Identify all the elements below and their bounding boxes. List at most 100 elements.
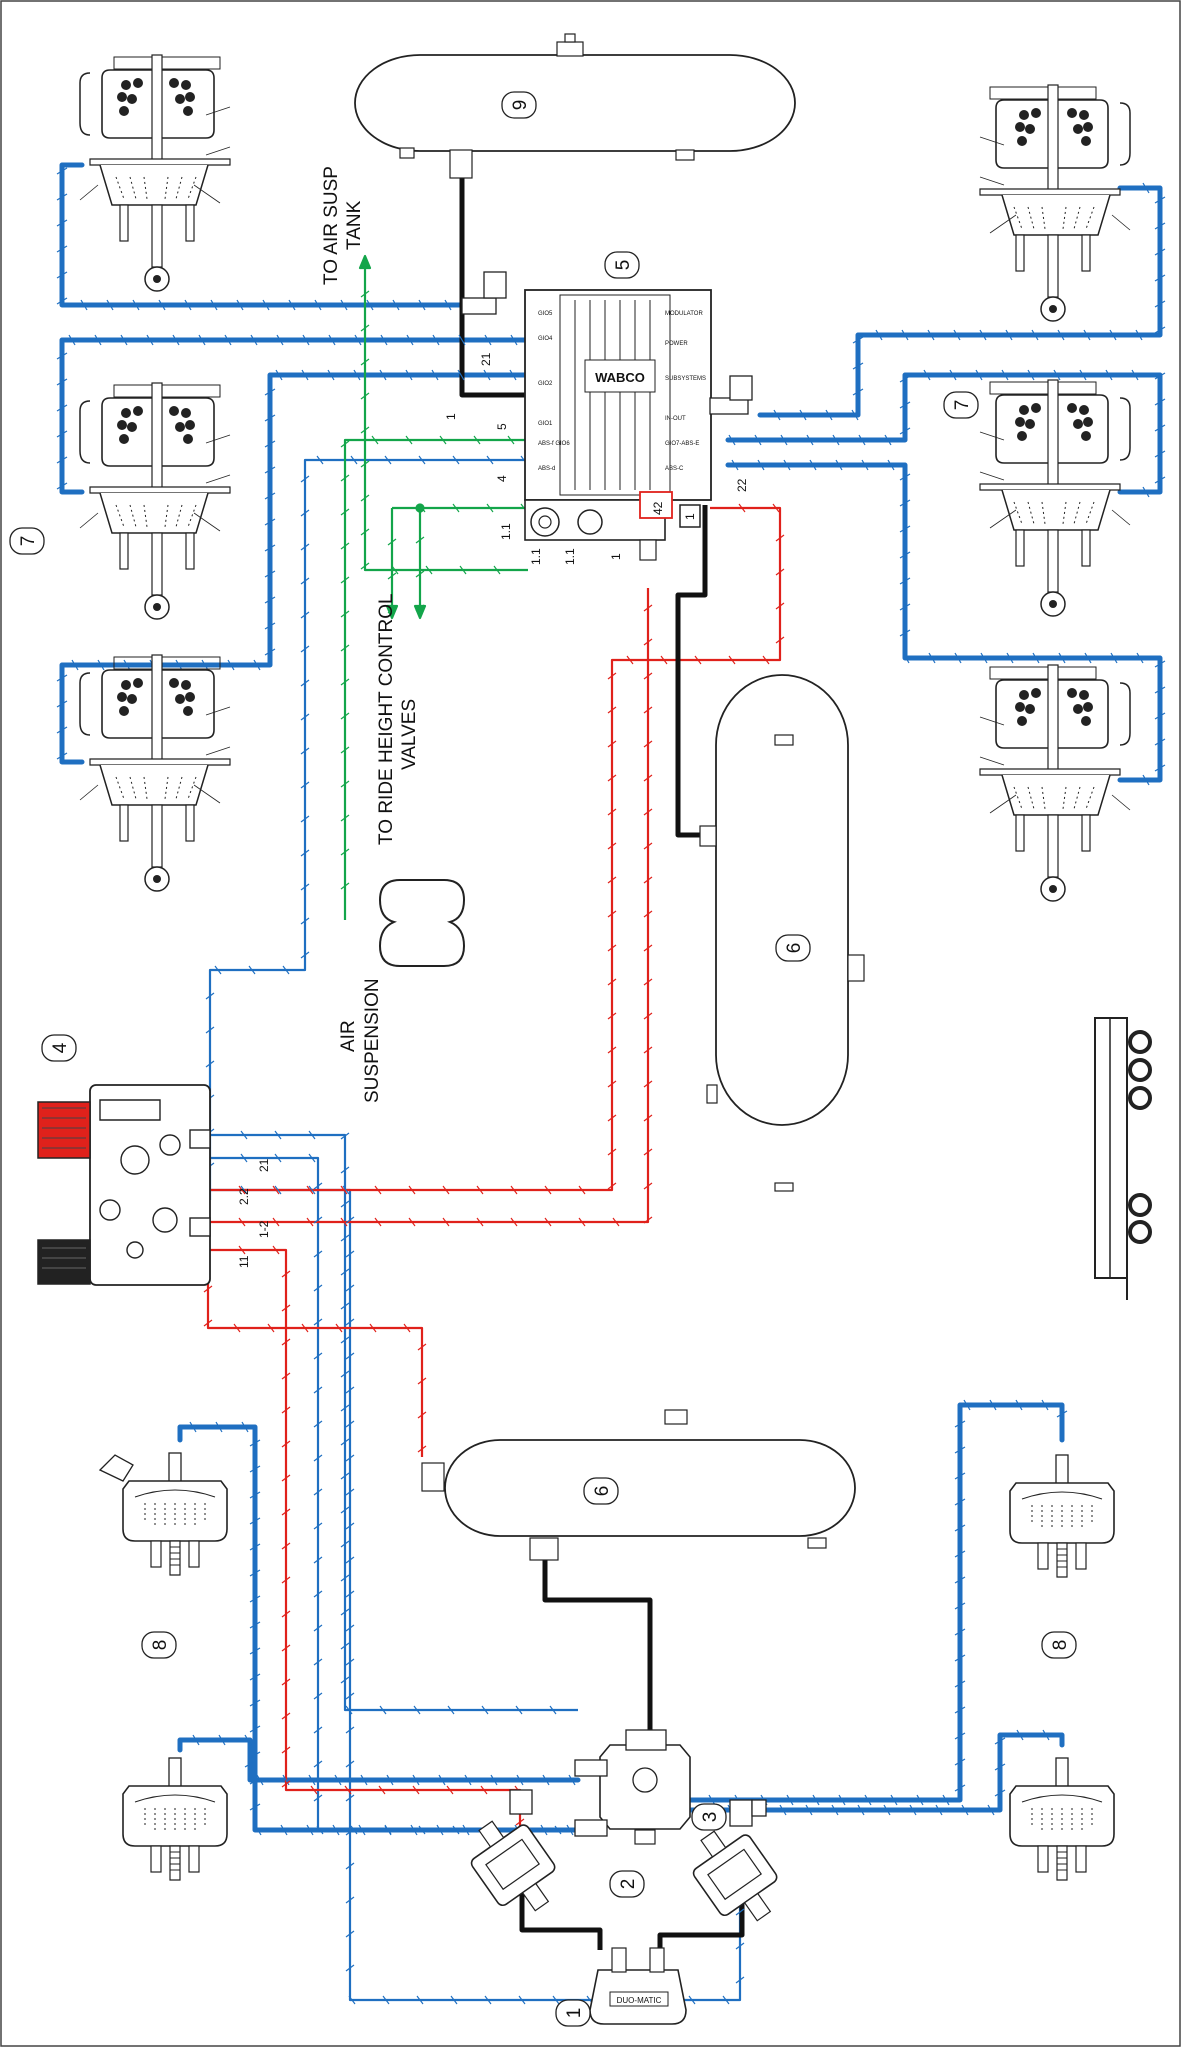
line-tick: [1154, 398, 1166, 406]
line-tick: [244, 1760, 256, 1768]
line-tick: [643, 604, 653, 612]
line-tick: [975, 369, 983, 381]
line-tick: [1041, 1399, 1049, 1411]
line-tick: [607, 910, 617, 918]
modulator-brand: WABCO: [595, 370, 645, 385]
line-tick: [360, 494, 370, 502]
line-tick: [313, 1794, 323, 1802]
line-tick: [313, 1624, 323, 1632]
port-1-top: 1: [444, 413, 458, 420]
line-tick: [852, 336, 864, 344]
line-tick: [203, 1319, 213, 1327]
line-tick: [722, 1995, 730, 2005]
line-tick: [300, 475, 310, 483]
line-tick: [963, 1399, 971, 1411]
line-tick: [340, 474, 350, 482]
line-tick: [308, 1130, 316, 1140]
line-tick: [1154, 274, 1166, 282]
line-tick: [954, 1628, 966, 1636]
line-tick: [831, 1804, 839, 1816]
line-tick: [554, 1825, 562, 1835]
line-tick: [731, 459, 739, 471]
line-tick: [340, 1234, 350, 1242]
air-tank-9: [354, 33, 796, 179]
line-tick: [735, 1942, 745, 1950]
line-tick: [1154, 764, 1166, 772]
line-tick: [224, 334, 232, 346]
port-5: 5: [495, 423, 509, 430]
line-tick: [249, 1777, 261, 1785]
line-tick: [313, 1352, 323, 1360]
line-tick: [249, 1725, 261, 1733]
line-tick: [464, 1774, 472, 1786]
line-tick: [452, 455, 460, 465]
rv-port-21: 21: [257, 1158, 271, 1172]
line-tick: [459, 565, 467, 575]
line-tick: [56, 219, 68, 227]
line-tick: [249, 1751, 261, 1759]
line-tick: [607, 876, 617, 884]
line-tick: [1136, 652, 1144, 664]
label-ride-height-1: TO RIDE HEIGHT CONTROL: [376, 593, 397, 845]
line-tick: [264, 648, 276, 656]
line-tick: [476, 1217, 484, 1227]
line-tick: [340, 780, 350, 788]
line-tick: [272, 1217, 280, 1227]
line-tick: [607, 672, 617, 680]
line-tick: [241, 1421, 249, 1433]
mod-right-port-5: ABS-C: [665, 466, 684, 472]
supply-line-right-low: [725, 462, 1163, 783]
line-tick: [708, 1794, 716, 1806]
line-tick: [240, 1185, 248, 1195]
line-tick: [775, 602, 785, 610]
line-tick: [281, 1780, 291, 1788]
line-tick: [274, 1185, 282, 1195]
control-green-c: [343, 438, 525, 920]
line-tick: [249, 1569, 261, 1577]
line-tick: [313, 1318, 323, 1326]
line-tick: [544, 1217, 552, 1227]
line-tick: [643, 706, 653, 714]
line-tick: [643, 1046, 653, 1054]
line-tick: [300, 577, 310, 585]
mod-right-port-1: POWER: [665, 341, 688, 347]
line-tick: [607, 1046, 617, 1054]
line-tick: [413, 1705, 421, 1715]
line-tick: [345, 1352, 355, 1360]
line-tick: [481, 1705, 489, 1715]
line-tick: [1154, 686, 1166, 694]
line-tick: [345, 1862, 355, 1870]
line-tick: [643, 1080, 653, 1088]
callout-6-upper: 6: [784, 943, 805, 954]
service-chamber-right-bottom: [1009, 1757, 1115, 1881]
line-tick: [56, 726, 68, 734]
line-tick: [300, 713, 310, 721]
line-tick: [306, 1824, 314, 1836]
line-tick: [480, 1785, 488, 1795]
line-tick: [71, 659, 79, 671]
line-tick: [954, 1420, 966, 1428]
line-tick: [515, 1818, 525, 1826]
line-tick: [688, 1995, 696, 2005]
line-tick: [909, 1804, 917, 1816]
line-tick: [493, 565, 501, 575]
supply-line-left-top: [59, 162, 465, 308]
spring-chamber-right-1: [979, 84, 1131, 322]
line-tick: [899, 499, 911, 507]
line-tick: [172, 334, 180, 346]
ebs-modulator: WABCO GIO5 GIO4 GIO2 GIO1 ABS-f GIO6 ABS…: [461, 271, 753, 561]
line-tick: [458, 334, 466, 346]
line-tick: [899, 629, 911, 637]
line-tick: [607, 1114, 617, 1122]
line-tick: [994, 1737, 1006, 1745]
line-tick: [1056, 1410, 1068, 1418]
line-tick: [857, 1804, 865, 1816]
line-tick: [340, 814, 350, 822]
line-tick: [281, 1542, 291, 1550]
line-tick: [264, 518, 276, 526]
line-tick: [360, 562, 370, 570]
line-tick: [327, 369, 335, 381]
line-tick: [1015, 1399, 1023, 1411]
line-tick: [300, 883, 310, 891]
